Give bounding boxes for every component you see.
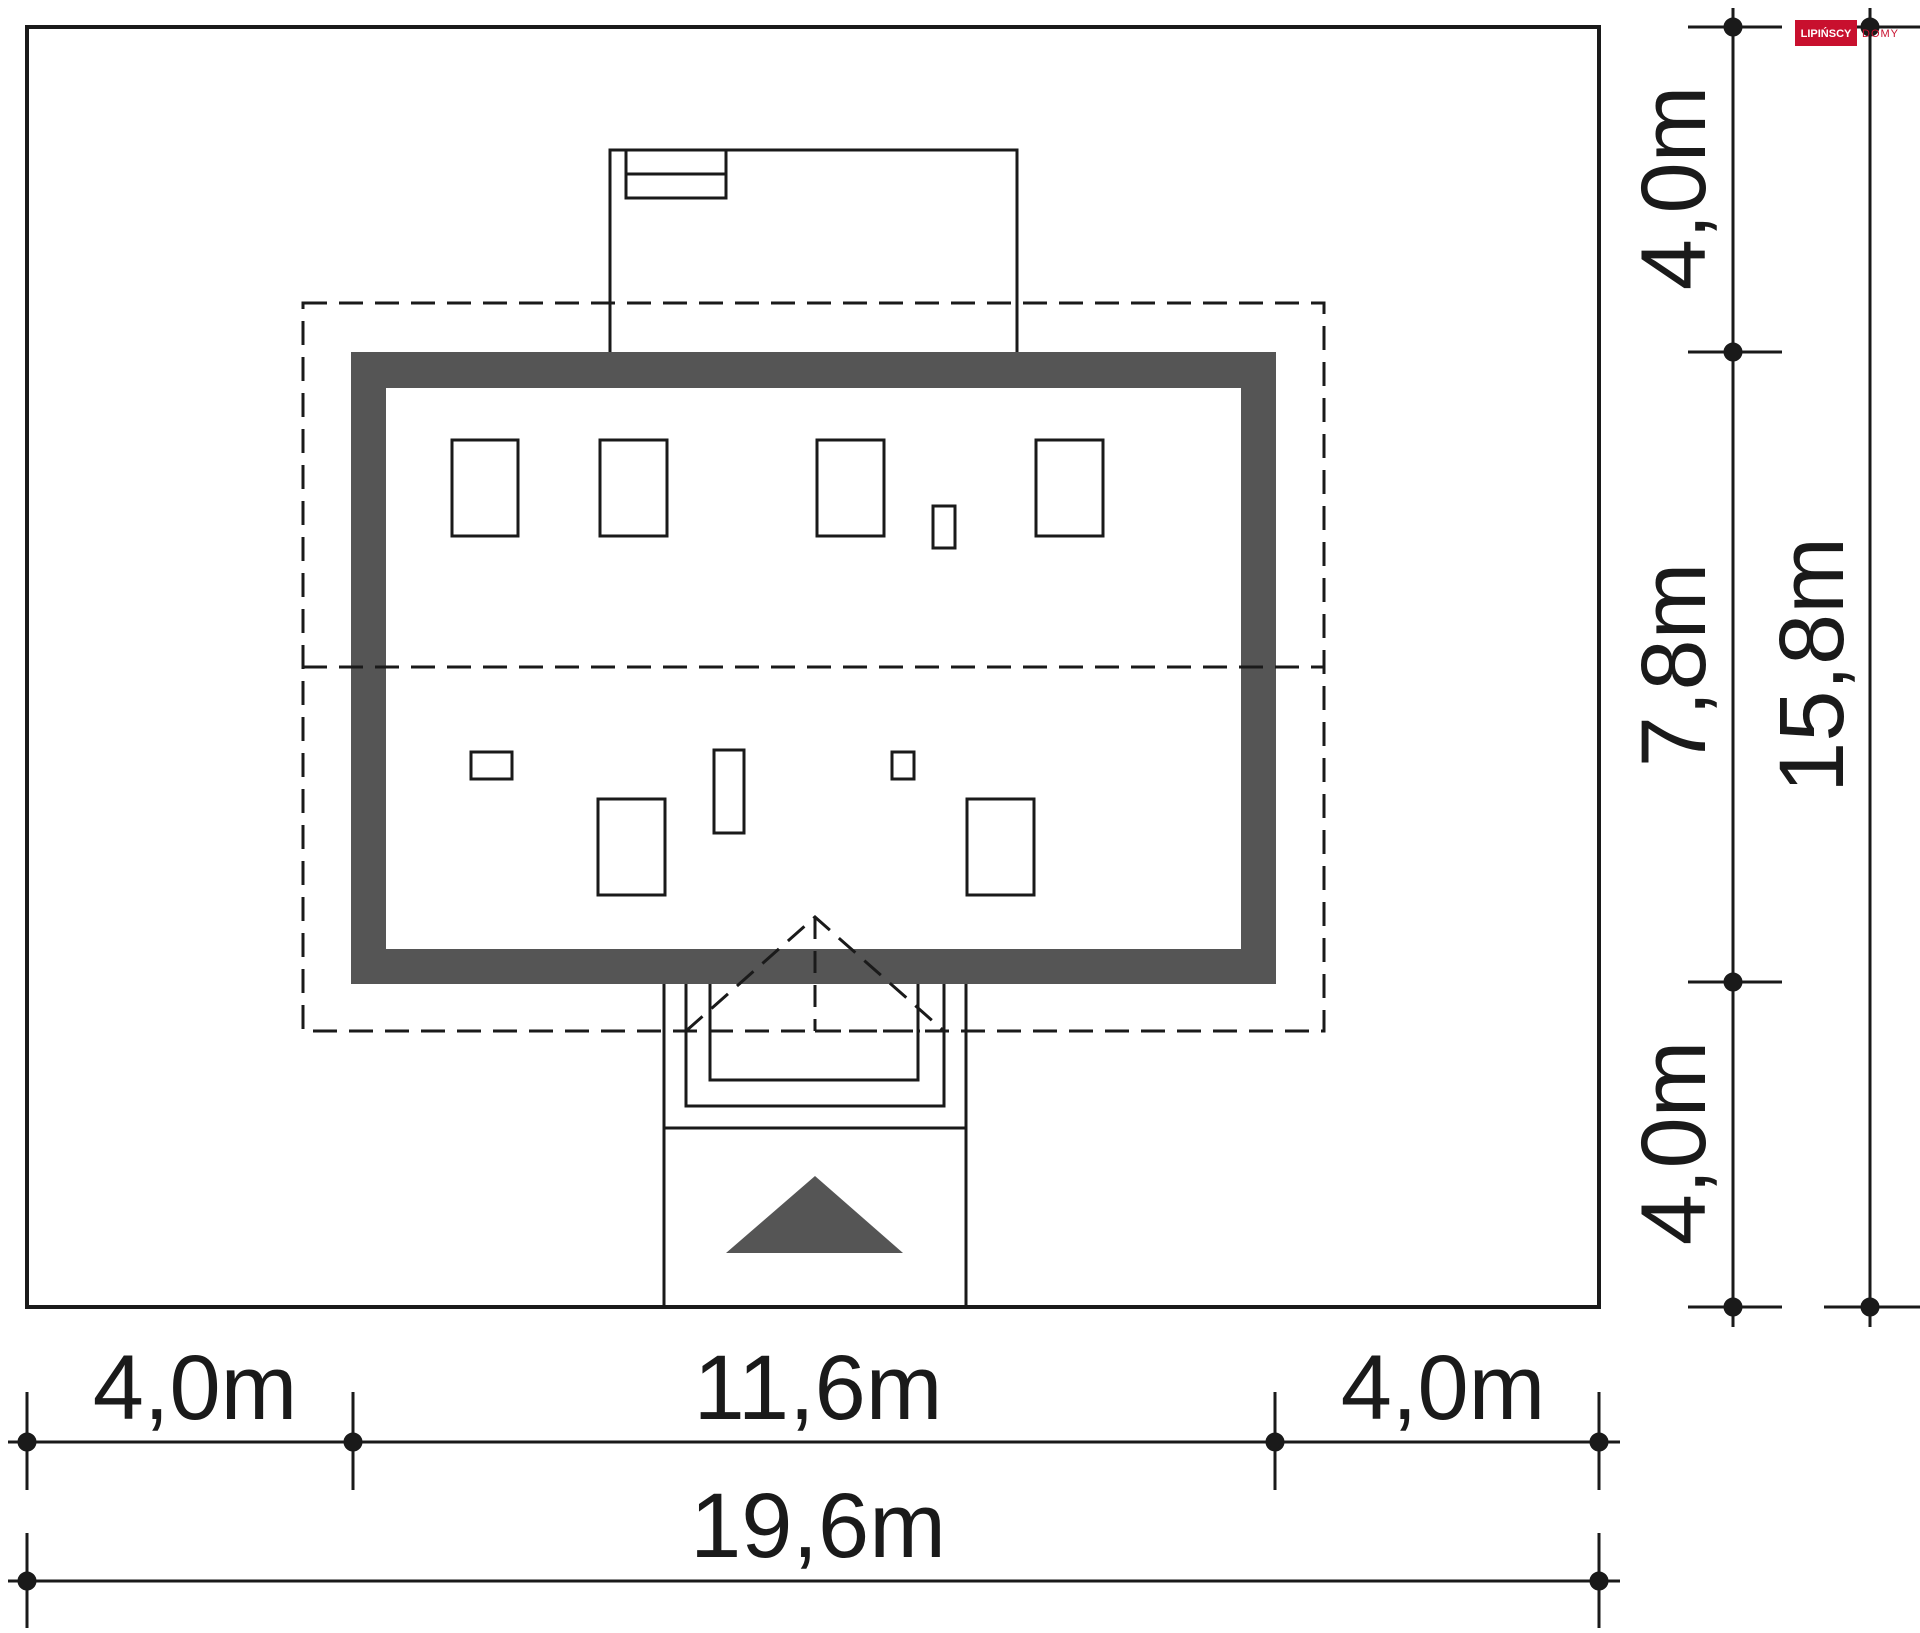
- roof-openings: [450, 438, 1105, 897]
- chimney: [712, 748, 746, 835]
- vent: [890, 750, 916, 781]
- rear-annex: [608, 148, 1019, 357]
- entrance-arrow-icon: [726, 1176, 903, 1253]
- roof-window: [596, 797, 667, 897]
- dim-top-setback: 4,0m: [1623, 86, 1725, 291]
- porch-roof-outline: [685, 914, 945, 1033]
- roof-window: [598, 438, 669, 538]
- dim-house-width: 11,6m: [694, 1337, 943, 1439]
- dim-right-setback: 4,0m: [1341, 1337, 1546, 1439]
- logo-suffix: DOMY: [1862, 28, 1899, 40]
- dim-total-depth: 15,8m: [1761, 537, 1863, 793]
- dim-left-setback: 4,0m: [93, 1337, 298, 1439]
- dim-total-width: 19,6m: [690, 1475, 946, 1577]
- vertical-dimensions: [1688, 8, 1920, 1327]
- horizontal-dimensions: [8, 1392, 1620, 1628]
- chimney: [931, 504, 957, 550]
- vent: [469, 750, 514, 781]
- roof-window: [1034, 438, 1105, 538]
- roof-window: [815, 438, 886, 538]
- roof-window: [965, 797, 1036, 897]
- dim-bottom-setback: 4,0m: [1623, 1041, 1725, 1246]
- dim-house-depth: 7,8m: [1623, 563, 1725, 768]
- plot-boundary: [25, 25, 1601, 1309]
- brand-logo: LIPIŃSCY DOMY: [1795, 20, 1899, 46]
- logo-brand: LIPIŃSCY: [1801, 27, 1852, 40]
- roof-window: [450, 438, 520, 538]
